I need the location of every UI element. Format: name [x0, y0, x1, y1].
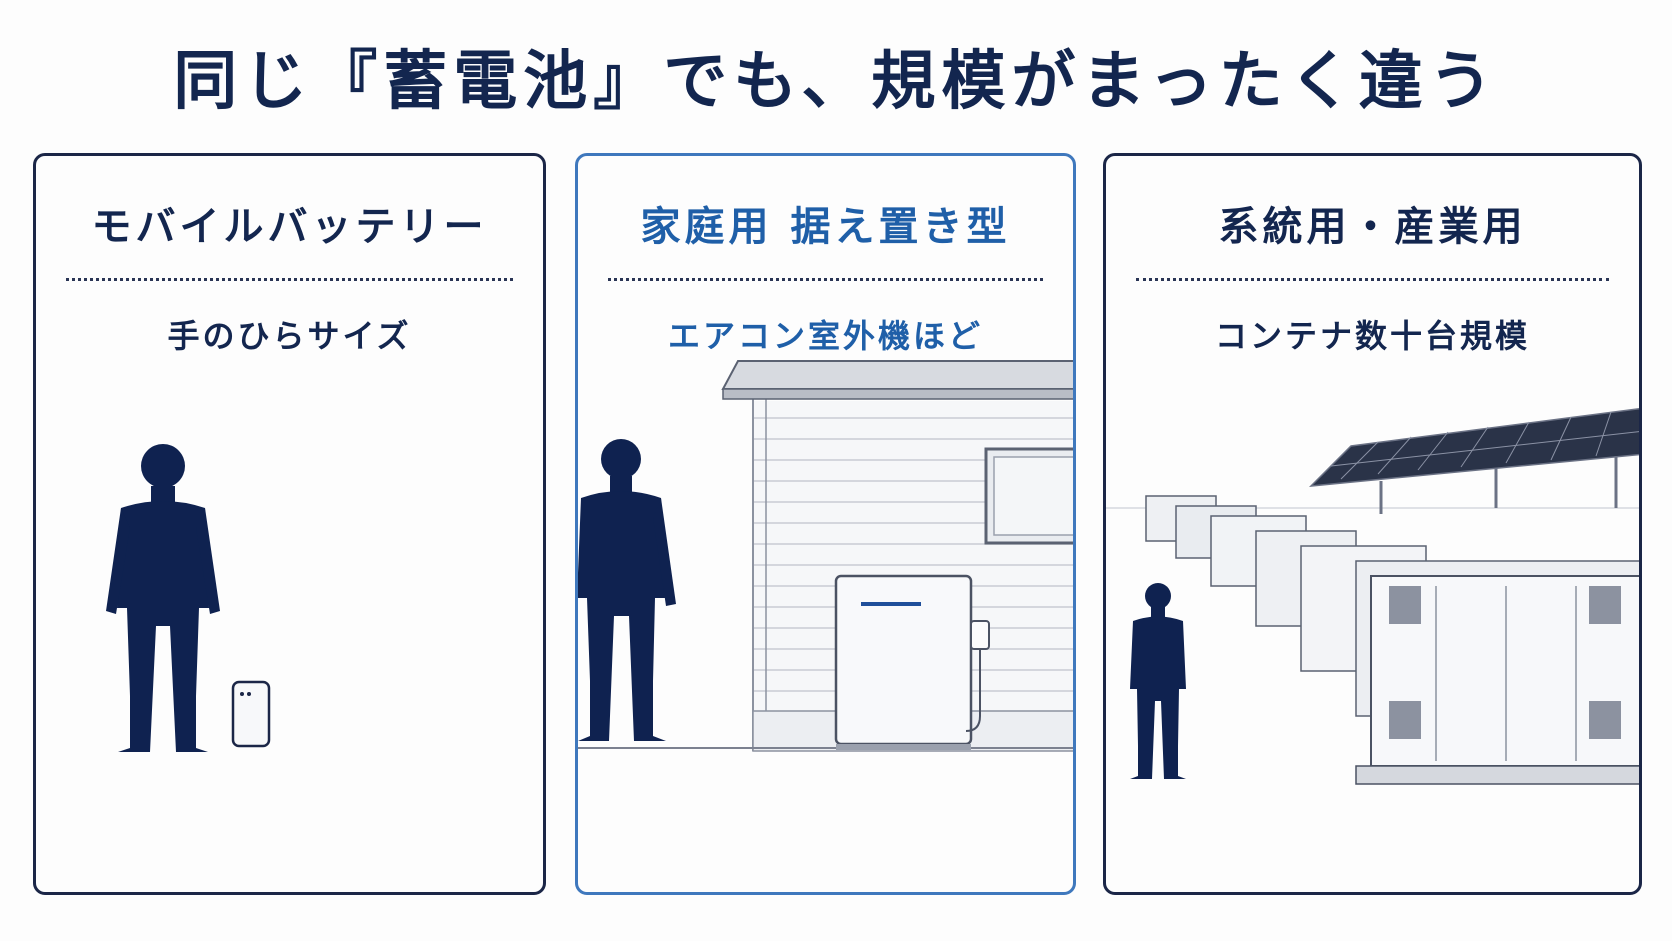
power-bank-icon [231, 680, 271, 748]
panel-subtitle: コンテナ数十台規模 [1214, 317, 1530, 355]
panel-home-battery: 家庭用 据え置き型 エアコン室外機ほど [575, 153, 1076, 895]
panel-grid-industrial-battery: 系統用・産業用 コンテナ数十台規模 [1103, 153, 1642, 895]
roof-icon [721, 360, 1073, 400]
battery-container-row-icon [1145, 495, 1639, 785]
window-icon [984, 447, 1073, 545]
person-with-power-bank-illustration [106, 444, 271, 752]
panel-heading: モバイルバッテリー [91, 204, 488, 250]
dotted-divider [1136, 278, 1609, 281]
dotted-divider [66, 278, 513, 281]
panel-mobile-battery: モバイルバッテリー 手のひらサイズ [33, 153, 546, 895]
person-silhouette-icon [106, 444, 220, 752]
dotted-divider [608, 278, 1043, 281]
container-battery-farm-illustration [1106, 408, 1639, 785]
person-silhouette-icon [578, 439, 676, 741]
page-title: 同じ『蓄電池』でも、規模がまったく違う [173, 45, 1499, 119]
solar-panel-array-icon [1308, 408, 1639, 514]
person-silhouette-icon [1130, 583, 1186, 779]
panel-subtitle: エアコン室外機ほど [667, 317, 983, 355]
house-battery-unit-icon [834, 574, 990, 750]
panel-subtitle: 手のひらサイズ [167, 317, 412, 355]
panel-heading: 家庭用 据え置き型 [640, 204, 1011, 250]
person-beside-house-battery-illustration [578, 360, 1073, 752]
panel-heading: 系統用・産業用 [1218, 204, 1527, 250]
